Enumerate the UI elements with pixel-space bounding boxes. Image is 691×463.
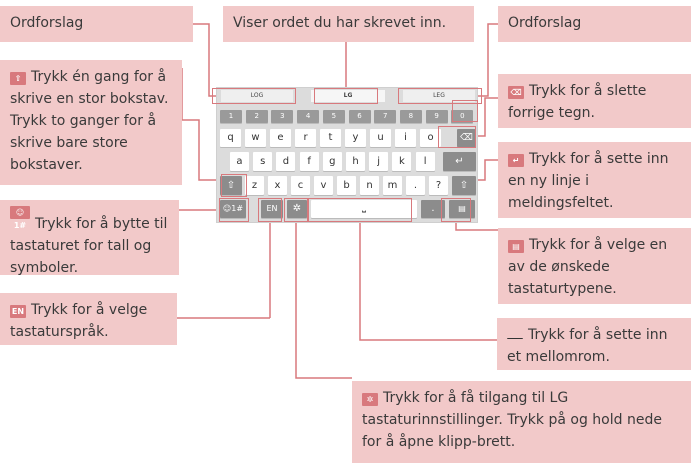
language-key-frame — [258, 198, 282, 222]
callout-settings: ✲Trykk for å få tilgang til LG tastaturi… — [352, 381, 691, 463]
number-key-2: 3 — [271, 110, 294, 123]
symbols-key: ☺1# — [220, 200, 246, 218]
enter-key: ↵ — [443, 152, 476, 171]
space-icon — [507, 330, 523, 339]
letter-row3-key-1: x — [268, 176, 287, 195]
gear-icon: ✲ — [362, 393, 378, 406]
period-key: . — [421, 200, 445, 218]
callout-symbols: ☺1#Trykk for å bytte til tastaturet for … — [0, 200, 179, 276]
letter-row1-key-0: q — [220, 129, 241, 147]
letter-row1-key-4: t — [320, 129, 341, 147]
number-key-0: 1 — [220, 110, 242, 123]
keyboard-icon: ▤ — [508, 240, 524, 253]
letter-row1-key-8: o — [420, 129, 441, 147]
space-key: ⎵ — [311, 200, 417, 218]
letter-row3-key-0: z — [245, 176, 264, 195]
callout-viser-ordet: Viser ordet du har skrevet inn. — [223, 6, 474, 42]
suggestion-frame-middle — [314, 88, 378, 104]
suggestion-right: LEG — [403, 90, 475, 102]
suggestion-middle: LG — [311, 90, 385, 102]
letter-row2-key-3: f — [299, 152, 319, 171]
letter-row2-key-6: j — [369, 152, 389, 171]
shift-key-frame — [221, 174, 247, 197]
number-key-7: 8 — [399, 110, 422, 123]
enter-icon: ↵ — [508, 154, 524, 167]
callout-keyboard-type: ▤Trykk for å velge en av de ønskede tast… — [498, 228, 691, 304]
shift-key-right: ⇧ — [452, 176, 476, 195]
letter-row1-key-6: u — [370, 129, 391, 147]
number-key-4: 5 — [322, 110, 345, 123]
letter-row3-key-7: . — [406, 176, 425, 195]
letter-row3-key-4: b — [337, 176, 356, 195]
letter-row2-key-2: d — [276, 152, 296, 171]
letter-row2-key-7: k — [392, 152, 412, 171]
settings-key: ✲ — [287, 200, 307, 218]
language-key: EN — [261, 200, 283, 218]
letter-row2-key-1: s — [253, 152, 273, 171]
space-key-frame — [308, 198, 412, 222]
letter-row1-key-7: i — [395, 129, 416, 147]
backspace-key-frame — [452, 100, 478, 122]
backspace-key: ⌫ — [457, 129, 476, 147]
number-key-3: 4 — [297, 110, 320, 123]
letter-row3-key-5: n — [360, 176, 379, 195]
shift-icon: ⇧ — [10, 72, 26, 85]
symbols-key-frame — [219, 198, 249, 222]
letter-row1-key-5: y — [345, 129, 366, 147]
suggestion-frame-right — [398, 88, 482, 104]
letter-row1-key-3: r — [295, 129, 316, 147]
symbols-icon: ☺1# — [10, 206, 30, 230]
letter-row3-key-6: m — [383, 176, 402, 195]
callout-enter: ↵Trykk for å sette inn en ny linje i mel… — [498, 142, 691, 218]
callout-ordforslag-left: Ordforslag — [0, 6, 193, 42]
letter-row3-key-8: ? — [429, 176, 448, 195]
callout-space: Trykk for å sette inn et mellomrom. — [497, 318, 691, 370]
letter-row2-key-5: h — [346, 152, 365, 171]
number-key-8: 9 — [425, 110, 448, 123]
suggestion-frame-left — [212, 88, 296, 104]
suggestion-left: LOG — [221, 90, 293, 102]
letter-row2-key-0: a — [230, 152, 249, 171]
number-key-5: 6 — [348, 110, 371, 123]
settings-key-frame — [284, 198, 308, 222]
number-key-1: 2 — [245, 110, 268, 123]
letter-row1-key-2: e — [270, 129, 291, 147]
keyboard-type-key-frame — [441, 198, 471, 222]
letter-row3-key-2: c — [291, 176, 310, 195]
number-key-6: 7 — [374, 110, 397, 123]
callout-ordforslag-right: Ordforslag — [498, 6, 691, 42]
letter-row2-key-4: g — [322, 152, 342, 171]
letter-row2-key-8: l — [415, 152, 435, 171]
letter-row3-key-3: v — [314, 176, 333, 195]
backspace-icon: ⌫ — [508, 86, 524, 99]
enter-key-frame — [438, 126, 476, 148]
callout-delete: ⌫Trykk for å slette forrige tegn. — [498, 74, 691, 128]
letter-row1-key-1: w — [245, 129, 266, 147]
number-key-9: 0 — [451, 110, 474, 123]
shift-key-left: ⇧ — [220, 176, 242, 195]
keyboard-type-key: ▤ — [449, 200, 475, 218]
language-icon: EN — [10, 305, 26, 318]
callout-shift: ⇧Trykk én gang for å skrive en stor boks… — [0, 60, 182, 185]
